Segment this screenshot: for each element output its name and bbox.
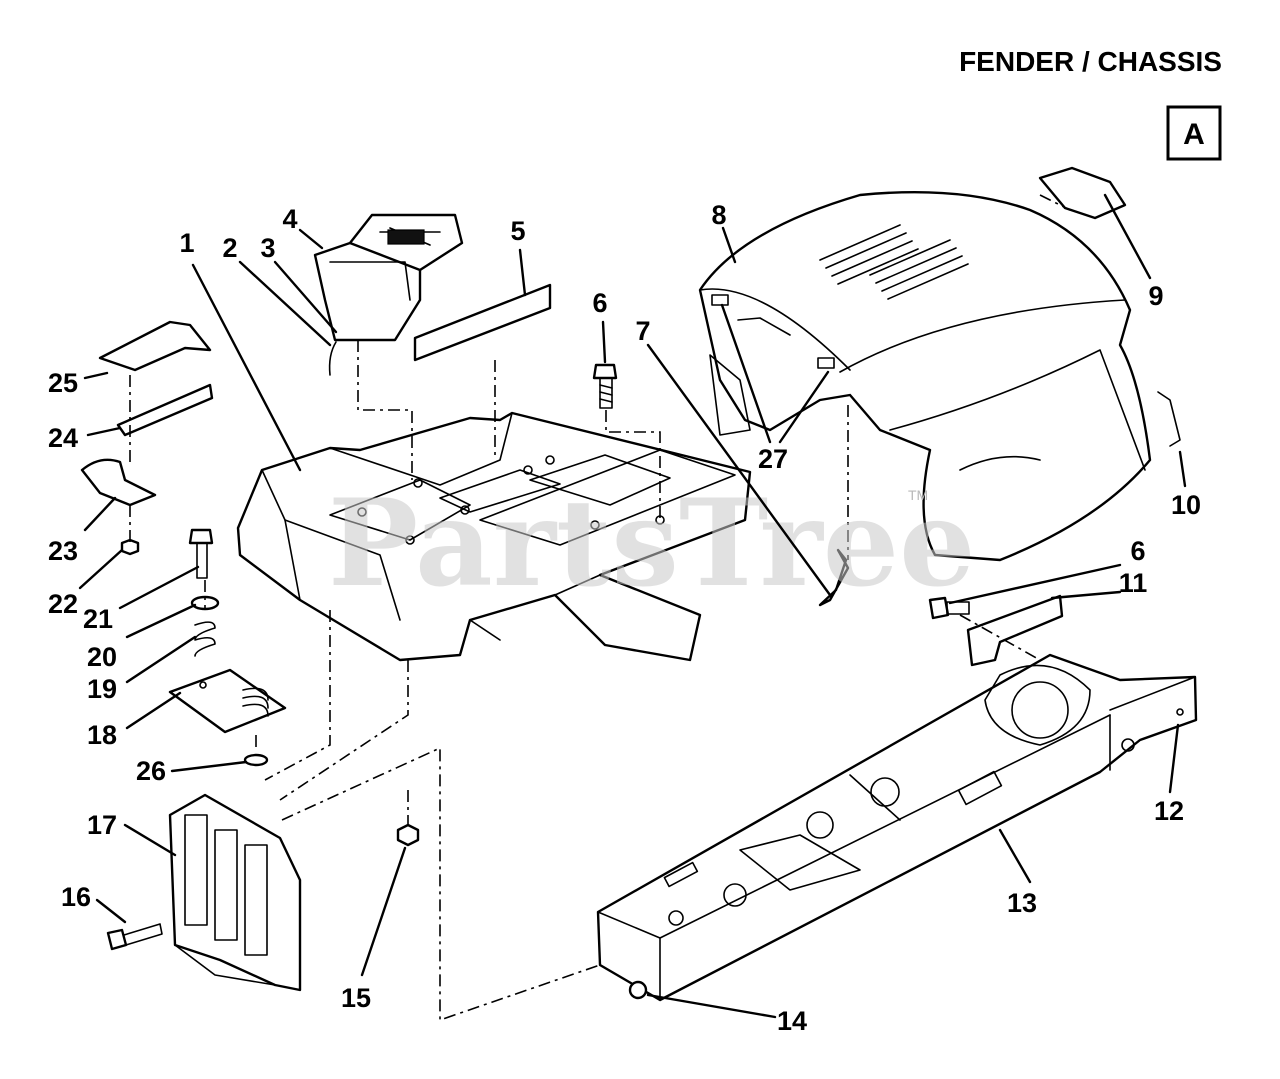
decal	[413, 283, 552, 362]
part-number-19: 19	[87, 674, 117, 704]
part-number-22: 22	[48, 589, 78, 619]
bracket-plate-17	[168, 793, 302, 992]
part-number-4: 4	[282, 204, 297, 234]
strip-24	[116, 383, 214, 437]
bracket-11	[966, 594, 1064, 667]
part-number-10: 10	[1171, 490, 1201, 520]
battery-box	[313, 213, 464, 342]
clip-23	[80, 458, 157, 507]
part-number-17: 17	[87, 810, 117, 840]
part-number-6b: 6	[1130, 536, 1145, 566]
part-number-25: 25	[48, 368, 78, 398]
watermark-text: PartsTree	[328, 473, 975, 614]
part-number-6a: 6	[592, 288, 607, 318]
section-badge: A	[1166, 105, 1222, 161]
part-numbers: 1 2 3 4 5 6 7 8 9 10 6 11 12 13 14 15 16…	[48, 200, 1201, 1036]
part-number-9: 9	[1148, 281, 1163, 311]
part-number-8: 8	[711, 200, 726, 230]
nut-15	[396, 823, 420, 847]
nut-22	[120, 538, 140, 556]
hood-vents	[819, 224, 969, 300]
part-number-21: 21	[83, 604, 113, 634]
bolt-6a	[592, 363, 618, 409]
part-number-7: 7	[635, 316, 650, 346]
fender-deck	[236, 411, 752, 662]
assembly-lines	[129, 194, 1071, 1022]
bracket-7	[818, 548, 850, 607]
bolt-16	[106, 923, 163, 951]
bolt-21	[188, 528, 214, 579]
part-number-1: 1	[179, 228, 194, 258]
part-number-3: 3	[260, 233, 275, 263]
part-number-26: 26	[136, 756, 166, 786]
diagram-title: FENDER / CHASSIS	[959, 46, 1222, 77]
hood	[698, 190, 1152, 562]
part-number-14: 14	[777, 1006, 807, 1036]
leader-lines	[78, 193, 1187, 1019]
part-number-20: 20	[87, 642, 117, 672]
bracket-25	[98, 320, 212, 372]
spring-plate-18	[168, 668, 287, 734]
part-number-5: 5	[510, 216, 525, 246]
watermark: PartsTree TM	[328, 473, 975, 614]
section-badge-label: A	[1183, 118, 1205, 151]
part-number-13: 13	[1007, 888, 1037, 918]
chassis-frame	[596, 653, 1198, 1002]
part-number-24: 24	[48, 423, 78, 453]
part-number-15: 15	[341, 983, 371, 1013]
part-number-12: 12	[1154, 796, 1184, 826]
clip-10	[1157, 391, 1181, 447]
part-number-11: 11	[1119, 568, 1148, 598]
part-number-27: 27	[758, 444, 788, 474]
part-number-2: 2	[222, 233, 237, 263]
nut-14	[628, 980, 648, 1000]
part-number-18: 18	[87, 720, 117, 750]
part-2-rod	[328, 341, 337, 376]
washer-26	[243, 753, 269, 767]
spring-19	[194, 621, 216, 657]
watermark-trademark: TM	[908, 487, 928, 503]
part-number-23: 23	[48, 536, 78, 566]
part-number-16: 16	[61, 882, 91, 912]
